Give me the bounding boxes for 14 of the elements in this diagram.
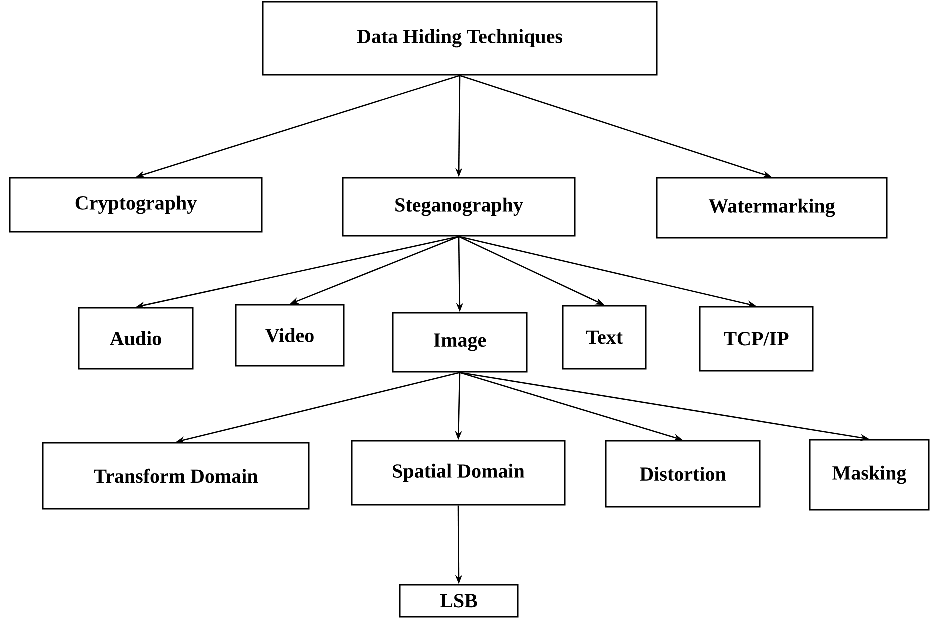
category-box: Transform Domain bbox=[42, 442, 310, 510]
category-box: Video bbox=[235, 304, 345, 367]
category-box: TCP/IP bbox=[699, 306, 814, 372]
category-box: Image bbox=[392, 312, 528, 373]
category-box: Spatial Domain bbox=[351, 440, 566, 506]
category-box: Cryptography bbox=[9, 177, 263, 233]
category-box: Masking bbox=[809, 439, 930, 511]
category-box: LSB bbox=[399, 584, 519, 618]
category-box: Audio bbox=[78, 307, 194, 370]
category-box: Distortion bbox=[605, 440, 761, 508]
category-box: Steganography bbox=[342, 177, 576, 237]
category-box: Text bbox=[562, 305, 647, 370]
category-box: Data Hiding Techniques bbox=[262, 1, 658, 76]
category-box: Watermarking bbox=[656, 177, 888, 239]
